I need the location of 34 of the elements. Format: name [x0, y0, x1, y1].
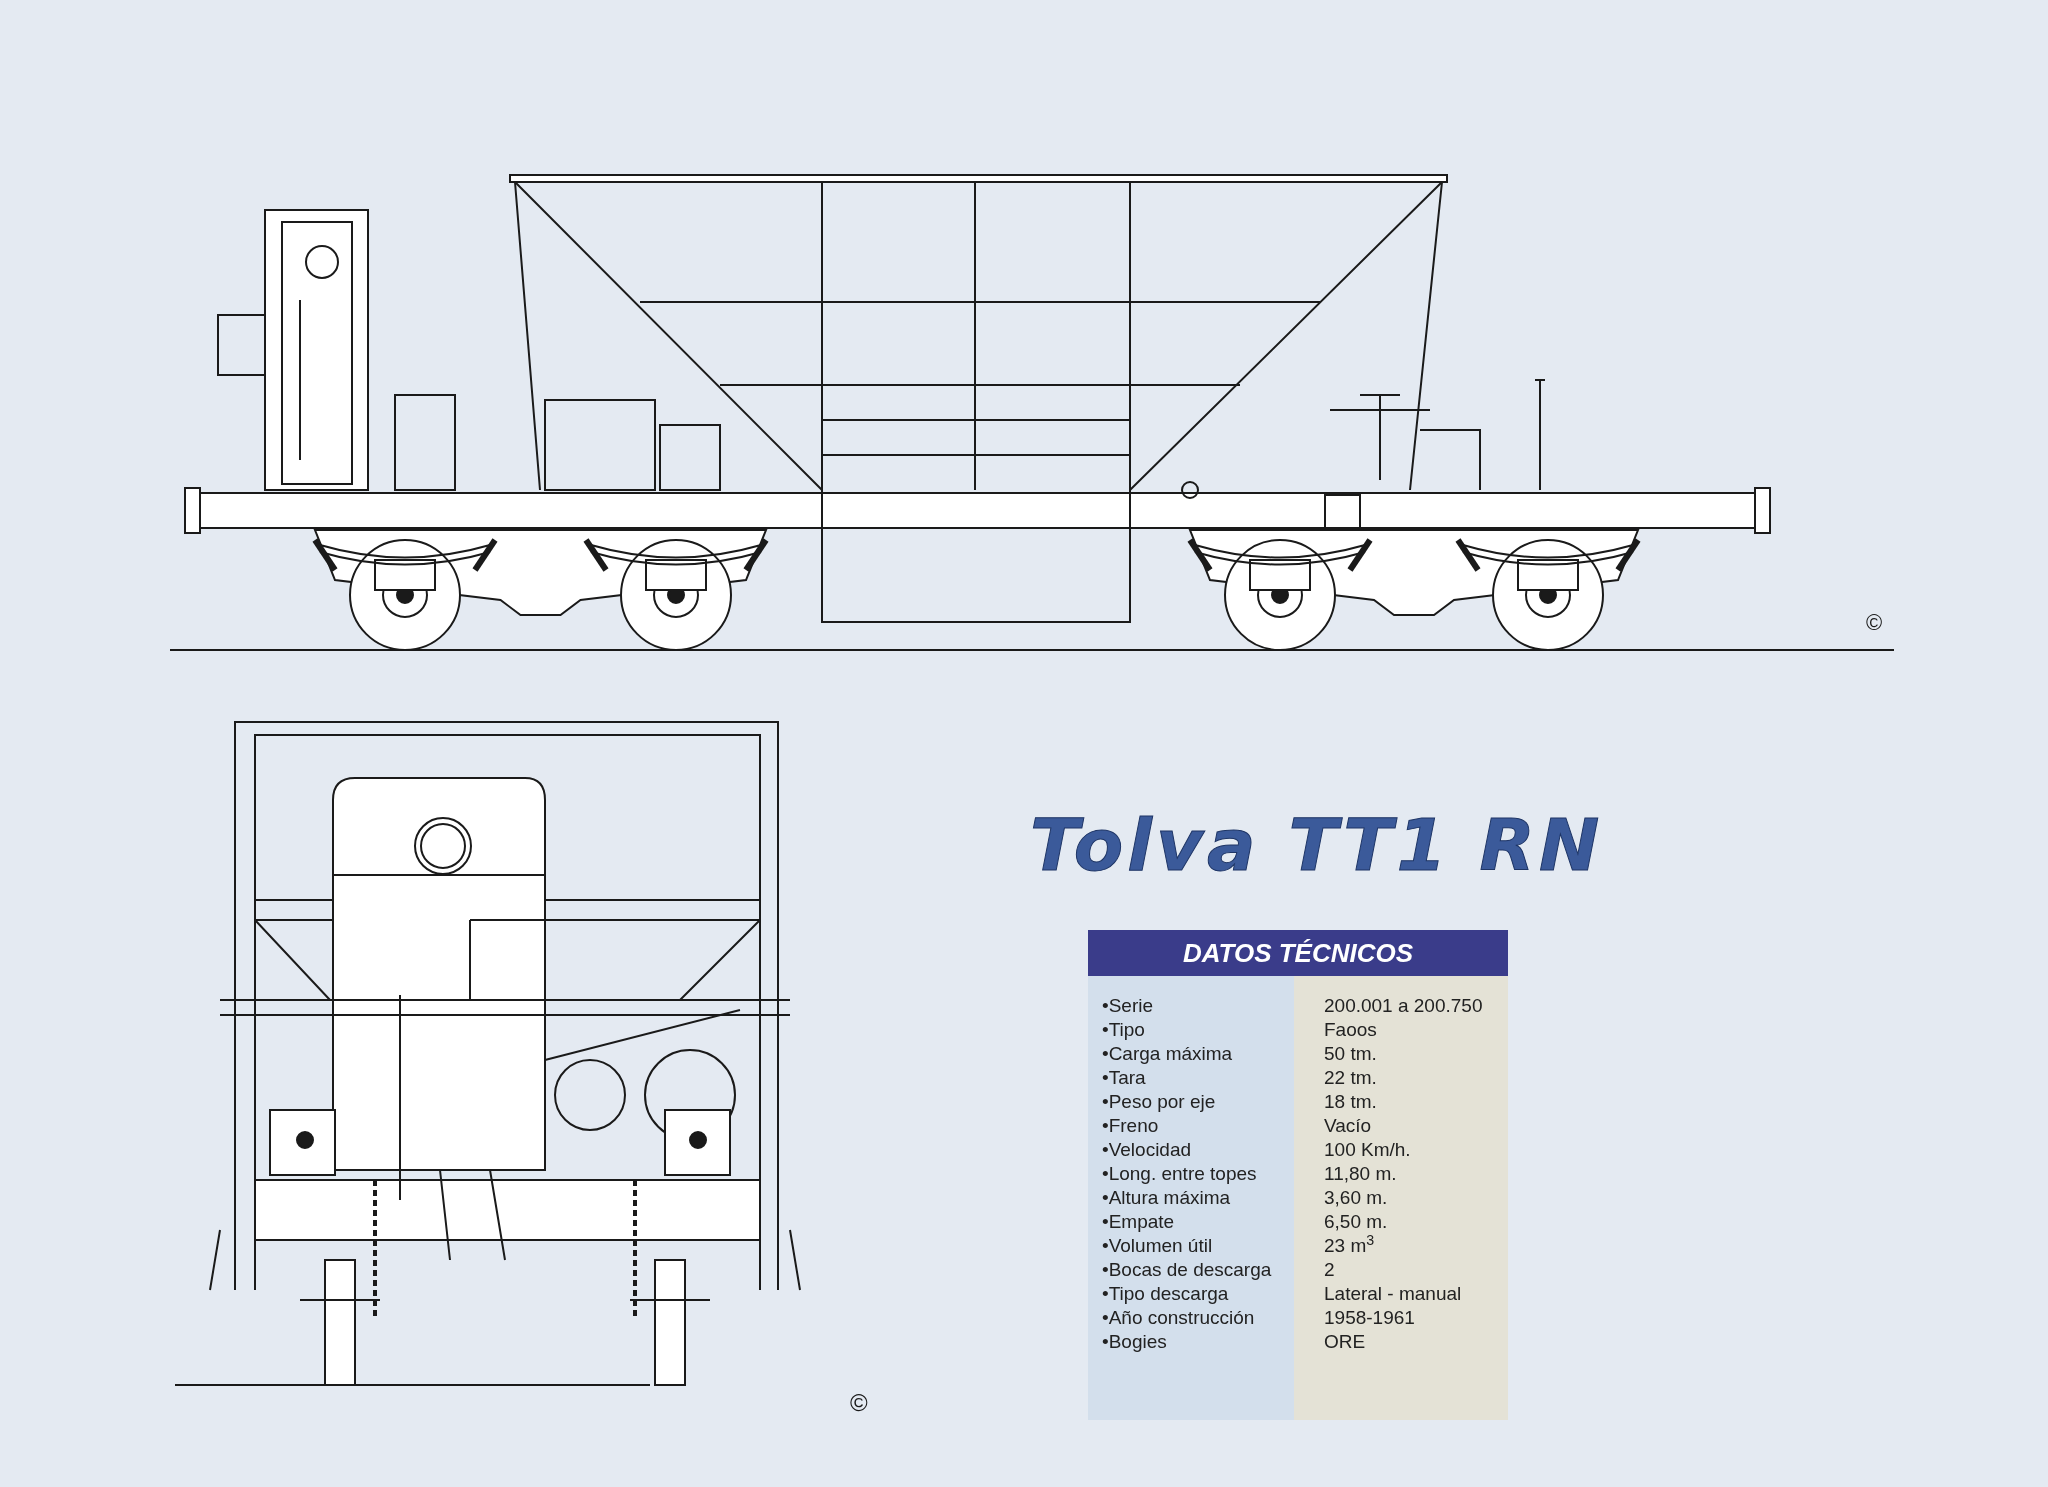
spec-label: •Long. entre topes	[1101, 1162, 1258, 1186]
spec-value: Lateral - manual	[1323, 1282, 1463, 1306]
spec-label: •Serie	[1101, 994, 1154, 1018]
spec-value: ORE	[1323, 1330, 1367, 1354]
copyright-mark: ©	[850, 1388, 868, 1418]
title: Tolva TT1 RN	[1030, 802, 1604, 889]
copyright-mark: ©	[1866, 609, 1883, 637]
spec-value: 22 tm.	[1323, 1066, 1378, 1090]
spec-label: •Velocidad	[1101, 1138, 1193, 1162]
spec-value: 6,50 m.	[1323, 1210, 1389, 1234]
spec-value: 100 Km/h.	[1323, 1138, 1412, 1162]
spec-label: •Empate	[1101, 1210, 1176, 1234]
spec-label: •Carga máxima	[1101, 1042, 1234, 1066]
spec-label: •Tara	[1101, 1066, 1147, 1090]
spec-label: •Peso por eje	[1101, 1090, 1217, 1114]
spec-value: 50 tm.	[1323, 1042, 1378, 1066]
spec-value: 23 m$^{3}$	[1323, 1234, 1376, 1258]
spec-label: •Año construcción	[1101, 1306, 1256, 1330]
spec-label: •Bocas de descarga	[1101, 1258, 1273, 1282]
spec-label: •Altura máxima	[1101, 1186, 1232, 1210]
spec-value: 18 tm.	[1323, 1090, 1378, 1114]
spec-value: 2	[1323, 1258, 1336, 1282]
spec-value: Vacío	[1323, 1114, 1373, 1138]
table-header: DATOS TÉCNICOS	[1088, 930, 1508, 976]
spec-label: •Volumen útil	[1101, 1234, 1214, 1258]
spec-value: 3,60 m.	[1323, 1186, 1389, 1210]
spec-value: 200.001 a 200.750	[1323, 994, 1484, 1018]
spec-label: •Tipo	[1101, 1018, 1146, 1042]
spec-label: •Freno	[1101, 1114, 1160, 1138]
spec-label: •Bogies	[1101, 1330, 1168, 1354]
spec-label: •Tipo descarga	[1101, 1282, 1230, 1306]
spec-value: 11,80 m.	[1323, 1162, 1398, 1186]
spec-value: 1958-1961	[1323, 1306, 1416, 1330]
spec-value: Faoos	[1323, 1018, 1378, 1042]
